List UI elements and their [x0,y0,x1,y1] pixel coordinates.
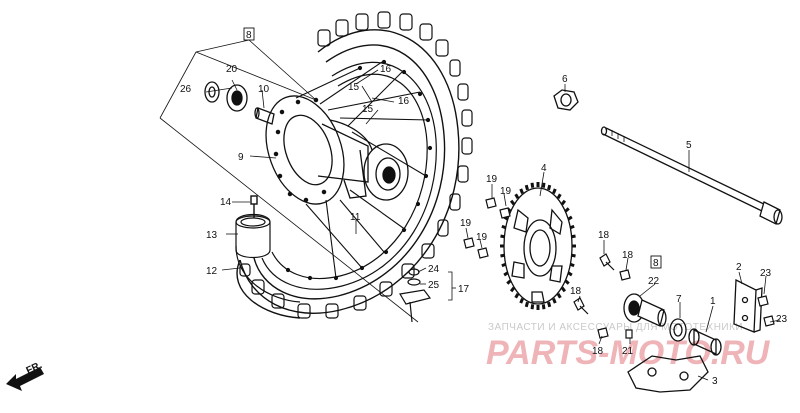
sprocket-tooth [530,304,535,310]
sprocket-tooth [506,279,512,285]
callout-22: 22 [648,276,660,287]
sprocket-tooth [552,298,557,304]
callout-16a: 16 [380,64,392,75]
sprocket-tooth [514,193,520,200]
callout-2: 2 [736,262,742,273]
sprocket-bolts [463,197,511,259]
watermark-brand: PARTS-MOTO.RU [486,334,771,372]
callout-14: 14 [220,197,232,208]
callout-19b: 19 [500,186,512,197]
callout-25: 25 [428,280,440,291]
callout-16b: 16 [398,96,410,107]
sprocket-tooth [547,301,552,308]
sprocket-tooth [556,193,562,200]
sprocket-tooth [564,279,570,285]
sprocket-tooth [503,271,509,277]
watermark-caption: ЗАПЧАСТИ И АКСЕССУАРЫ ДЛЯ МОТОТЕХНИКИ [488,322,743,333]
sprocket-tooth [541,182,546,188]
callout-24: 24 [428,264,440,275]
callout-18a: 18 [598,230,610,241]
sprocket-tooth [541,304,546,310]
adjuster-plate [733,278,763,333]
sprocket-tooth [524,301,529,308]
callout-19c: 19 [460,218,472,229]
callout-15b: 15 [362,104,374,115]
sprocket-tooth [519,188,524,194]
callout-18d: 18 [592,346,604,357]
callout-5: 5 [686,140,692,151]
right-bearing-group [623,293,722,356]
callout-19d: 19 [476,232,488,243]
callout-17: 17 [458,284,470,295]
axle [600,126,783,225]
callout-23b: 23 [776,314,788,325]
callout-13: 13 [206,230,218,241]
callout-11: 11 [350,212,361,223]
callout-19a: 19 [486,174,498,185]
valve-stem [250,195,258,218]
front-direction-arrow: FR. [6,360,44,391]
sprocket-tooth [519,298,524,304]
tire [235,11,473,319]
rim-band [235,213,271,259]
sprocket-tooth [509,286,516,293]
callout-18b: 18 [622,250,634,261]
leader-lines [159,39,781,381]
callout-12: 12 [206,266,218,277]
sprocket-tooth [552,188,557,194]
sprocket-tooth [514,292,520,299]
callout-3: 3 [712,376,718,387]
sprocket-tooth [567,271,573,277]
callout-23a: 23 [760,268,772,279]
callout-8-box: 8 [246,30,252,41]
sprocket-tooth [564,207,570,213]
callout-21: 21 [622,346,634,357]
callout-box-8b [650,255,662,269]
sprocket-tooth [524,184,529,191]
watermark: ЗАПЧАСТИ И АКСЕССУАРЫ ДЛЯ МОТОТЕХНИКИ PA… [486,322,771,372]
chain-slider [627,355,709,393]
callout-18c: 18 [570,286,582,297]
rim-lock-parts [399,268,432,323]
callout-numbers: 8 20 26 10 9 14 13 12 11 15 15 16 16 4 6… [180,27,788,387]
sprocket-tooth [567,215,573,221]
sprocket-tooth [530,182,535,188]
sprocket-tooth [556,292,562,299]
axle-nut [553,89,579,111]
callout-9: 9 [238,152,244,163]
sprocket-tooth [560,199,567,206]
callout-7: 7 [676,294,682,305]
callout-26: 26 [180,84,192,95]
sprocket-tooth [560,286,567,293]
callout-4: 4 [541,163,547,174]
callout-10: 10 [258,84,270,95]
callout-6: 6 [562,74,568,85]
callout-15a: 15 [348,82,360,93]
hub [265,61,431,279]
sprocket [500,182,576,310]
sprocket-tooth [547,184,552,191]
callout-1: 1 [710,296,716,307]
left-bearing-group [204,81,275,125]
rim [261,59,437,290]
sprocket-tooth [509,199,516,206]
callout-20: 20 [226,64,238,75]
callout-8: 8 [653,258,659,269]
small-fasteners [573,253,775,339]
callout-box-8 [243,27,255,41]
